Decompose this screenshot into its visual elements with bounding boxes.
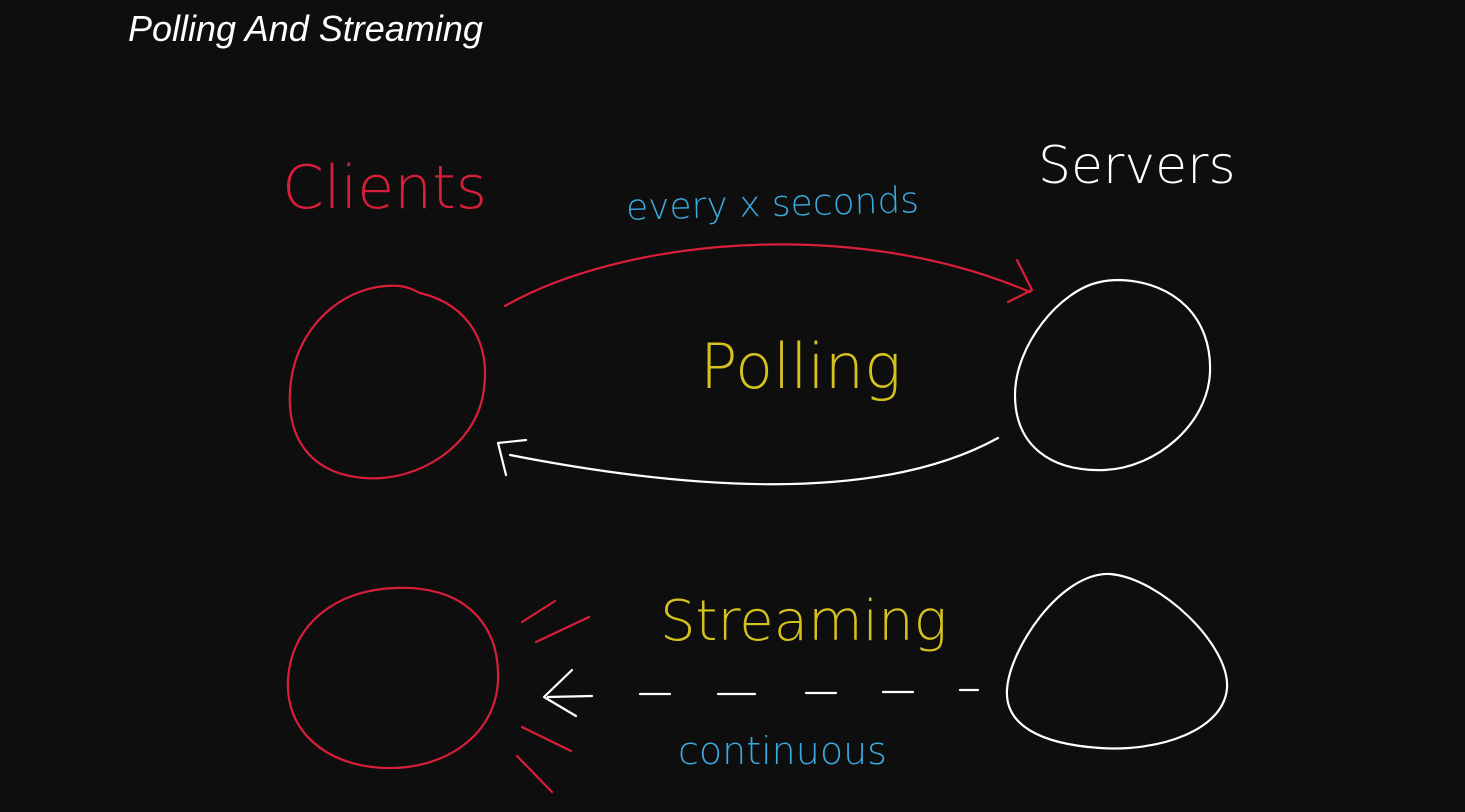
- streaming-emphasis-rays: [515, 599, 591, 794]
- polling-client-node: [288, 284, 487, 480]
- clients-label: Clients: [282, 153, 487, 223]
- streaming-arrowhead: [542, 668, 578, 718]
- page-title: Polling And Streaming: [128, 8, 483, 49]
- streaming-server-node: [1005, 572, 1229, 750]
- request-arrowhead: [1006, 258, 1034, 304]
- servers-label: Servers: [1038, 136, 1236, 196]
- streaming-label: Streaming: [660, 589, 947, 654]
- every-x-seconds-label: every x seconds: [625, 180, 919, 229]
- request-arrow: [503, 243, 1032, 308]
- streaming-dashed-arrow: [546, 688, 980, 699]
- streaming-client-node: [286, 586, 500, 770]
- response-arrow: [508, 436, 1000, 486]
- continuous-label: continuous: [678, 729, 887, 773]
- polling-server-node: [1013, 278, 1212, 472]
- response-arrowhead: [496, 438, 528, 477]
- polling-label: Polling: [700, 330, 901, 403]
